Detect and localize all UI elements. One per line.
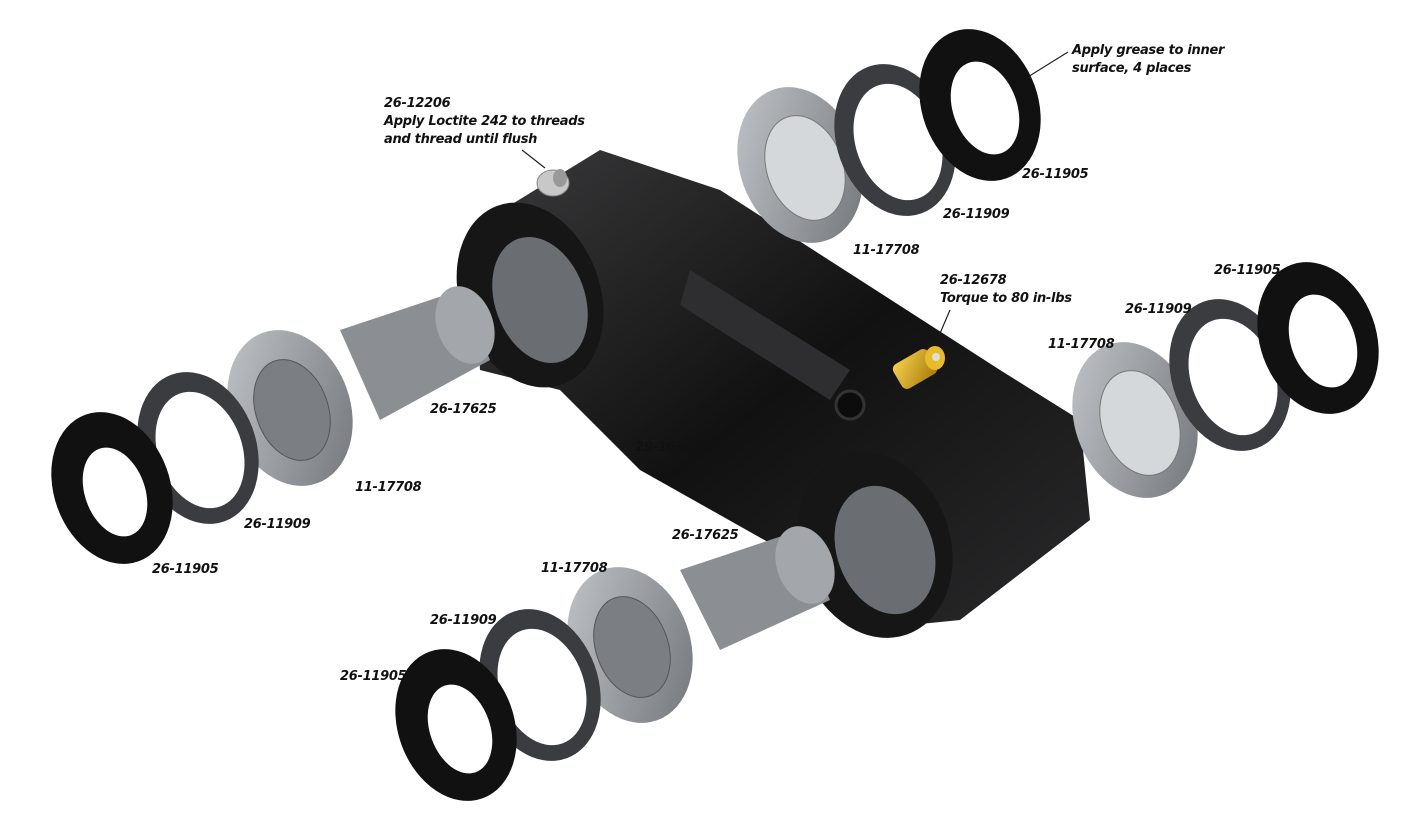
set-screw-note-2: and thread until flush xyxy=(384,132,538,147)
label-l-bearing: 11-17708 xyxy=(355,480,422,495)
set-screw xyxy=(536,169,570,197)
ring-left xyxy=(51,412,173,564)
grease-fitting-part-number: 26-12678 xyxy=(940,273,1007,288)
label-b-seal: 26-11909 xyxy=(430,613,497,628)
label-b-sleeve: 26-17625 xyxy=(672,528,739,543)
label-l-seal: 26-11909 xyxy=(244,517,311,532)
label-l-ring: 26-11905 xyxy=(152,562,219,577)
label-r-ring: 26-11905 xyxy=(1214,263,1281,278)
ring-bottom xyxy=(395,649,517,801)
label-arm: 29-16907 xyxy=(635,440,702,455)
bearing-left xyxy=(227,330,353,486)
bearing-right xyxy=(1072,342,1198,498)
label-tr-ring: 26-11905 xyxy=(1022,167,1089,182)
ring-right xyxy=(1257,262,1379,414)
grease-fitting-note: Torque to 80 in-lbs xyxy=(940,291,1072,306)
label-l-sleeve: 26-17625 xyxy=(430,402,497,417)
label-tr-bearing: 11-17708 xyxy=(853,243,920,258)
sleeve-bottom xyxy=(680,526,835,650)
label-b-ring: 26-11905 xyxy=(340,669,407,684)
grease-callout: Apply grease to inner surface, 4 places xyxy=(1072,42,1224,78)
grease-note-1: Apply grease to inner xyxy=(1072,43,1225,58)
set-screw-part-number: 26-12206 xyxy=(384,96,451,111)
label-b-bearing: 11-17708 xyxy=(541,561,608,576)
bearing-top-right xyxy=(737,87,863,243)
ring-top-right xyxy=(919,29,1041,181)
label-r-seal: 26-11909 xyxy=(1125,302,1192,317)
grease-note-2: surface, 4 places xyxy=(1072,61,1192,76)
set-screw-callout: 26-12206 Apply Loctite 242 to threads an… xyxy=(384,95,585,149)
label-tr-seal: 26-11909 xyxy=(943,207,1010,222)
grease-fitting-callout: 26-12678 Torque to 80 in-lbs xyxy=(940,272,1072,308)
sleeve-left xyxy=(340,286,495,420)
label-r-bearing: 11-17708 xyxy=(1048,337,1115,352)
set-screw-note-1: Apply Loctite 242 to threads xyxy=(384,114,585,129)
grease-fitting xyxy=(892,346,945,389)
